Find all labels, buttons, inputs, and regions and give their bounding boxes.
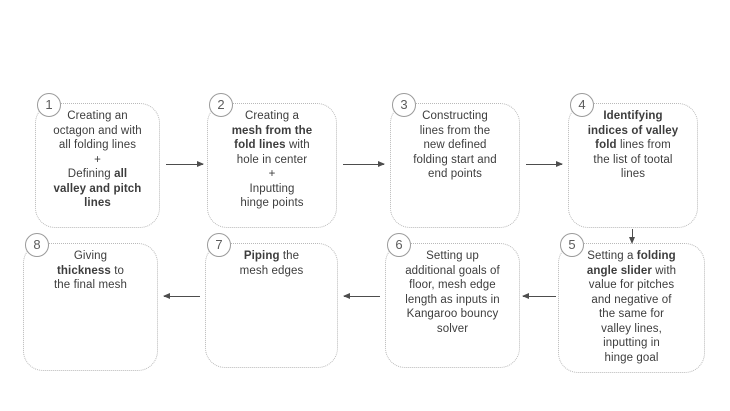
step-number-badge: 8 <box>25 233 49 257</box>
arrow-step2-to-step3 <box>343 160 385 167</box>
arrow-step6-to-step7 <box>343 292 380 299</box>
step-number-badge: 5 <box>560 233 584 257</box>
arrow-step3-to-step4 <box>526 160 563 167</box>
step-number-badge: 1 <box>37 93 61 117</box>
arrow-step7-to-step8 <box>163 292 200 299</box>
step-number-badge: 2 <box>209 93 233 117</box>
arrow-step4-to-step5 <box>628 229 635 244</box>
step-number-badge: 6 <box>387 233 411 257</box>
arrow-step5-to-step6 <box>522 292 556 299</box>
step-number-badge: 3 <box>392 93 416 117</box>
step-number-badge: 7 <box>207 233 231 257</box>
arrow-step1-to-step2 <box>166 160 204 167</box>
step-number-badge: 4 <box>570 93 594 117</box>
